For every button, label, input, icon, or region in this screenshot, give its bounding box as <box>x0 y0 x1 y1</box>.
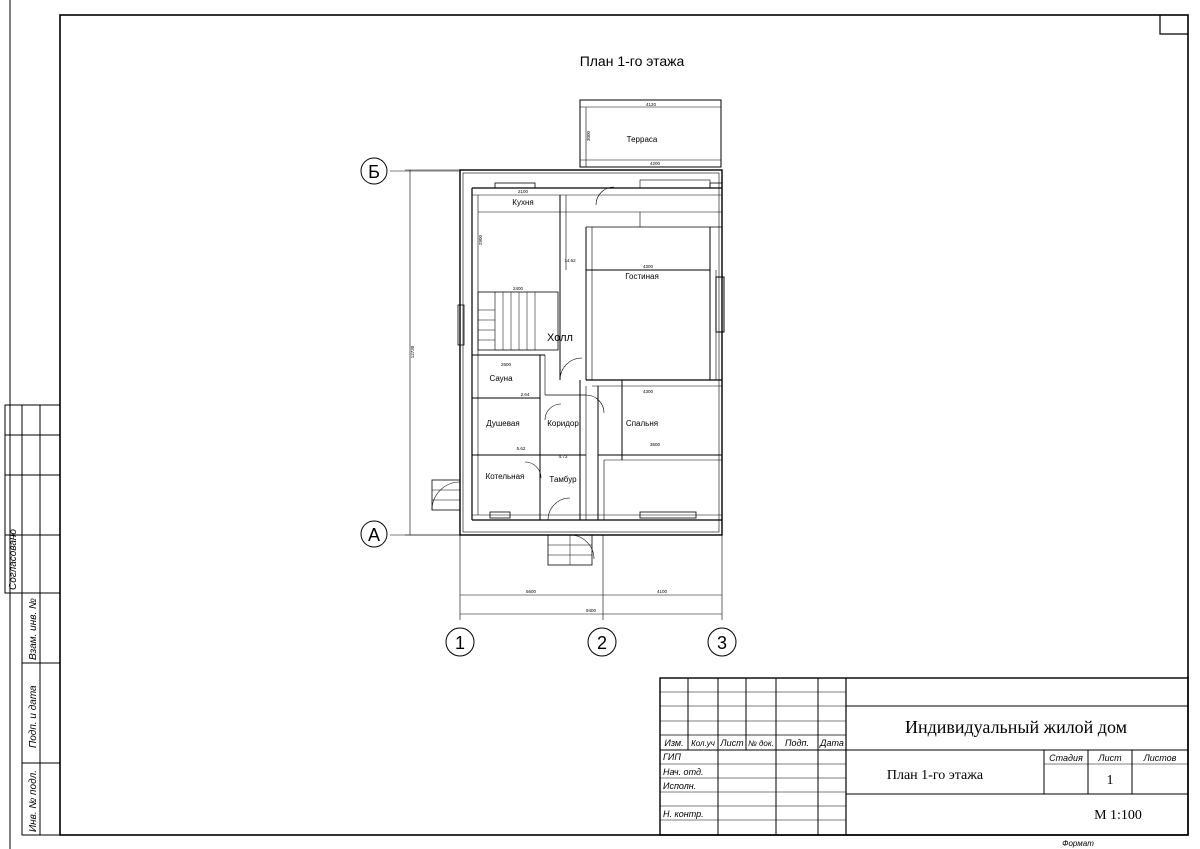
dim-axis-2-3: 4100 <box>657 589 668 594</box>
axis-bubble-3 <box>707 627 737 657</box>
axis-bubble-2 <box>587 627 617 657</box>
col-list: Лист <box>719 738 744 748</box>
axis-bubble-1 <box>445 627 475 657</box>
col-sign: Подп. <box>785 738 809 748</box>
role-executor: Исполн. <box>663 781 696 791</box>
dim-kitchen-width: 2100 <box>518 189 529 194</box>
room-bedroom: Спальня <box>626 419 658 428</box>
side-label-replace: Взам. инв. № <box>28 598 39 660</box>
axis-label-b: Б <box>368 162 380 182</box>
sheet-name: План 1-го этажа <box>887 768 984 783</box>
room-terrace: Терраса <box>627 135 658 144</box>
axis-label-a: А <box>368 525 380 545</box>
dim-bedroom-bottom: 3600 <box>650 442 661 447</box>
dim-living-width: 4300 <box>643 264 654 269</box>
dim-overall: 9400 <box>586 608 597 613</box>
role-gip: ГИП <box>663 752 681 762</box>
sheet-number: 1 <box>1107 773 1114 788</box>
axis-bubble-b <box>360 157 388 185</box>
dim-sauna-width: 2600 <box>501 362 512 367</box>
room-kitchen: Кухня <box>512 198 533 207</box>
dim-total-height: 12730 <box>410 345 415 358</box>
dim-terrace-height: 3000 <box>586 130 591 141</box>
project-name: Индивидуальный жилой дом <box>905 717 1127 737</box>
stage-label: Стадия <box>1049 753 1083 763</box>
agreed-label: Согласовано <box>8 529 19 590</box>
room-shower: Душевая <box>486 419 519 428</box>
role-head: Нач. отд. <box>663 767 703 777</box>
floor-plan <box>431 99 725 566</box>
side-label-inv: Инв. № подл. <box>28 770 39 832</box>
dim-terrace-top: 4120 <box>646 102 657 107</box>
sheets-label: Листов <box>1143 753 1177 763</box>
col-date: Дата <box>819 738 844 748</box>
room-living: Гостиная <box>625 272 659 281</box>
axis-bubble-a <box>360 520 388 548</box>
room-corridor: Коридор <box>547 419 579 428</box>
room-hall: Холл <box>547 332 573 344</box>
dim-kitchen-height: 2900 <box>478 234 483 245</box>
dim-hall-stair: 2400 <box>513 286 524 291</box>
role-norm-control: Н. контр. <box>663 809 704 819</box>
room-vestibule: Тамбур <box>549 475 577 484</box>
room-boiler: Котельная <box>486 472 525 481</box>
area-shower: 5.62 <box>517 446 526 451</box>
scale-label: М 1:100 <box>1094 808 1142 823</box>
plan-title: План 1-го этажа <box>580 53 685 69</box>
dimension-lines <box>390 169 723 620</box>
side-label-sign: Подп. и дата <box>28 685 39 748</box>
area-vestibule: 4.73 <box>559 454 568 459</box>
format-label: Формат <box>1062 839 1094 848</box>
dim-axis-1-2: 5600 <box>526 589 537 594</box>
axis-markers <box>360 157 737 657</box>
dim-bedroom-width: 4300 <box>643 389 654 394</box>
side-stamp <box>4 404 61 836</box>
dimension-texts: 4120 4200 3000 2100 2900 4300 2400 2600 … <box>410 102 668 613</box>
axis-label-3: 3 <box>717 633 727 653</box>
title-block-roles: ГИП Нач. отд. Исполн. Н. контр. <box>663 752 704 819</box>
col-izm: Изм. <box>664 738 683 748</box>
title-block-headers: Изм. Кол.уч Лист № док. Подп. Дата <box>664 738 843 748</box>
col-kol: Кол.уч <box>691 739 715 748</box>
room-labels: Терраса Кухня Гостиная Холл Сауна Душева… <box>486 135 659 484</box>
axis-label-1: 1 <box>455 633 465 653</box>
area-hall: 14.62 <box>564 258 576 263</box>
sheet-label: Лист <box>1097 753 1122 763</box>
col-doc: № док. <box>748 739 774 748</box>
room-sauna: Сауна <box>489 374 513 383</box>
axis-label-2: 2 <box>597 633 607 653</box>
title-block-grid <box>659 677 1189 836</box>
area-sauna: 2.64 <box>521 392 530 397</box>
dim-terrace-bottom: 4200 <box>650 161 661 166</box>
